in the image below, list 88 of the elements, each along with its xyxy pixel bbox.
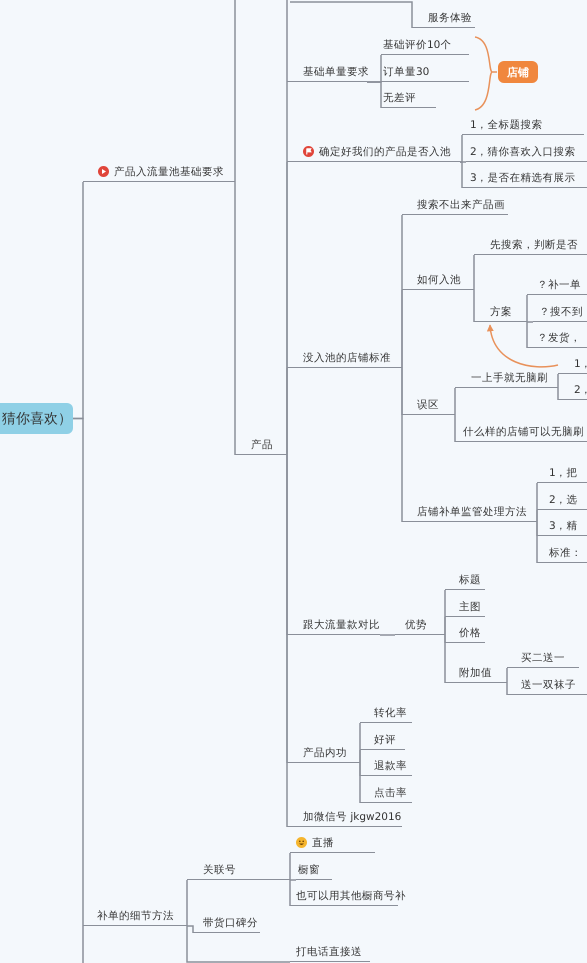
topic-text: 先搜索，判断是否	[490, 238, 578, 252]
arrow	[487, 324, 558, 368]
topic-text: 搜索不出来产品画	[417, 198, 505, 212]
topic-text: 误区	[417, 398, 439, 412]
tag-label: 店铺	[498, 61, 538, 83]
topic-text: ？发货，	[537, 330, 581, 344]
topic-text: 附加值	[459, 666, 492, 680]
topic-text: 1，把	[549, 466, 578, 480]
connector-line	[73, 418, 84, 926]
connector-line	[401, 290, 403, 369]
topic-text: 主图	[459, 600, 481, 614]
topic-text: 3，精	[549, 518, 578, 532]
topic-text: 3，是否在精选有展示	[470, 170, 576, 184]
connector-line	[359, 750, 361, 764]
connector-line	[367, 81, 382, 108]
topic-text: 2，选	[549, 492, 578, 506]
topic-text: 方案	[490, 304, 512, 318]
connector-line	[286, 368, 288, 456]
topic-text: 跟大流量款对比	[303, 618, 380, 632]
connector-line	[536, 521, 538, 563]
connector-line	[460, 135, 463, 163]
topic-text: 什么样的店铺可以无脑刷	[463, 424, 584, 438]
topic-text: 价格	[459, 626, 481, 640]
topic-text: 优势	[405, 618, 427, 632]
topic-text: 无差评	[383, 90, 416, 104]
topic-text: 基础单量要求	[303, 64, 369, 78]
central-topic: 猜你喜欢）	[0, 403, 73, 434]
topic-text: 2，	[574, 382, 587, 396]
connector-line	[359, 762, 361, 803]
topic-text: 标题	[459, 572, 481, 586]
connector-line	[234, 181, 236, 455]
topic-text: ？搜不到	[539, 304, 583, 318]
connector-line	[526, 295, 528, 323]
connector-line	[290, 879, 297, 881]
connector-line	[527, 321, 534, 323]
connector-line	[460, 161, 463, 188]
connector-line	[460, 161, 467, 163]
connector-line	[289, 879, 291, 906]
topic-text: 产品入流量池基础要求	[114, 164, 224, 178]
topic-text: 1，全标题搜索	[470, 118, 543, 132]
topic-text: 补单的细节方法	[97, 908, 174, 922]
connector-line	[289, 853, 291, 881]
connector-line	[186, 880, 188, 927]
connector-line	[186, 925, 290, 963]
connector-line	[286, 454, 288, 827]
connector-line	[473, 255, 475, 291]
topic-text: 产品	[251, 438, 273, 452]
topic-text: 店铺补单监管处理方法	[417, 504, 527, 518]
connector-line	[444, 634, 446, 683]
topic-text: 点击率	[374, 786, 407, 800]
topic-text: 橱窗	[298, 862, 320, 876]
connector-line	[187, 925, 194, 933]
connector-line	[290, 1, 413, 28]
topic-text: 1，	[574, 356, 587, 370]
connector-line	[401, 367, 403, 522]
topic-text: 产品内功	[303, 746, 347, 760]
topic-text: 一上手就无脑刷	[471, 370, 548, 384]
topic-text: 送一双袜子	[521, 678, 576, 692]
connector-line	[526, 321, 528, 348]
topic-text: 服务体验	[428, 10, 472, 24]
connector-line	[557, 374, 559, 389]
topic-text: 基础评价10个	[383, 38, 452, 52]
connector-line	[473, 289, 475, 322]
topic-text: 带货口碑分	[203, 916, 258, 930]
topic-text: 转化率	[374, 706, 407, 720]
topic-text: 关联号	[203, 862, 236, 876]
topic-text: 如何入池	[417, 272, 461, 286]
topic-text: ？补一单	[537, 278, 581, 292]
connector-line	[536, 510, 538, 523]
topic-text: 确定好我们的产品是否入池	[319, 144, 451, 158]
connector-line	[557, 387, 559, 400]
topic-text: 也可以用其他橱商号补	[296, 888, 406, 902]
topic-text: 退款率	[374, 758, 407, 772]
topic-text: 加微信号 jkgw2016	[303, 810, 402, 824]
topic-text: 订单量30	[383, 64, 430, 78]
topic-text: 买二送一	[521, 650, 565, 664]
topic-text: 没入池的店铺标准	[303, 350, 391, 364]
topic-text: 直播	[312, 836, 334, 850]
topic-text: 打电话直接送	[296, 944, 362, 958]
connector-line	[506, 682, 508, 695]
connector-line	[454, 388, 456, 416]
connector-line	[454, 414, 456, 442]
connector-line	[444, 617, 446, 636]
connector-line	[380, 634, 396, 636]
topic-text: 好评	[374, 732, 396, 746]
topic-text: 标准：	[549, 546, 582, 560]
connector-line	[506, 668, 508, 684]
topic-text: 2，猜你喜欢入口搜索	[470, 144, 576, 158]
